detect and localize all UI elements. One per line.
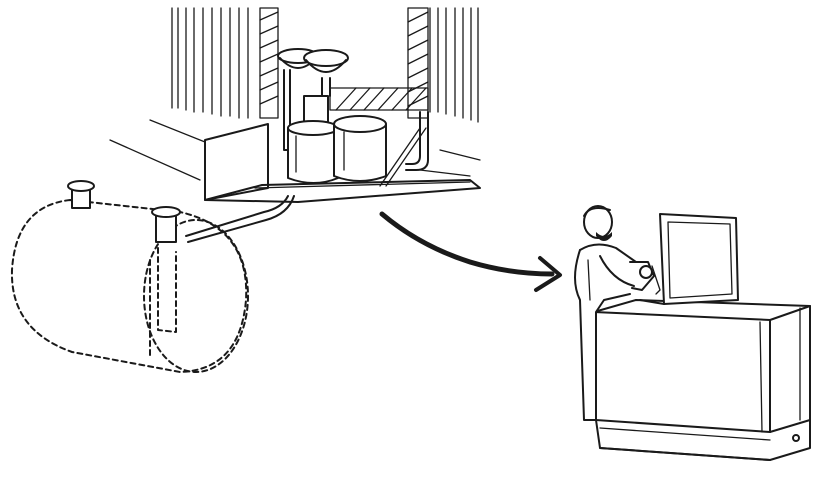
flow-arrow bbox=[379, 211, 562, 292]
funnel-right bbox=[303, 49, 349, 97]
foundation-hatching bbox=[259, 7, 429, 119]
tank-room bbox=[109, 119, 481, 203]
tank-right bbox=[333, 115, 387, 182]
operator-body bbox=[574, 243, 637, 421]
operator-head bbox=[583, 205, 613, 241]
tank-riser-left bbox=[67, 180, 95, 209]
supply-pipe bbox=[185, 195, 295, 243]
building-wall bbox=[171, 7, 479, 123]
operator bbox=[574, 205, 661, 421]
workstation-cabinet bbox=[593, 213, 811, 461]
tank-left bbox=[287, 120, 339, 184]
storage-tanks bbox=[277, 48, 387, 184]
buried-tank bbox=[10, 180, 249, 373]
operator-hands bbox=[629, 261, 661, 295]
tank-riser-right bbox=[151, 206, 181, 243]
